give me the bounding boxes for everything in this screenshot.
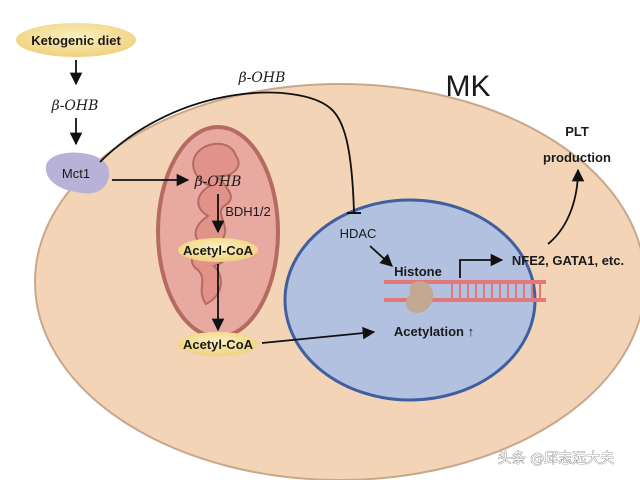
mk-label: MK [446,70,491,103]
dna-strand [384,280,546,302]
acetyl-coa-outer-label: Acetyl-CoA [183,337,254,352]
to-plt-arrow [547,168,585,245]
acetylation-label: Acetylation ↑ [394,324,474,339]
mct1-transporter [45,152,110,194]
acetyl-coa-inner-label: Acetyl-CoA [183,243,254,258]
ketogenic-diet-label: Ketogenic diet [31,33,121,48]
ketogenic-diet-pill [16,23,136,57]
bohb-mito-label: β-OHB [194,174,242,190]
transcription-arrow [459,253,504,278]
genes-label: NFE2, GATA1, etc. [512,253,624,268]
plt-label-line1: PLT [565,124,589,139]
acetyl-coa-outer-pill [178,332,258,356]
hdac-label: HDAC [340,226,377,241]
mct1-label: Mct1 [62,166,90,181]
hdac-to-histone-arrow [369,245,393,267]
bohb-arc-label: β-OHB [238,70,286,86]
plt-label-line2: production [543,150,611,165]
histone-label: Histone [394,264,442,279]
histone-protein [406,281,434,313]
bohb-top-label: β-OHB [51,98,99,114]
watermark-text: 头条 @邱志远大夫 [498,450,614,467]
acetyl-coa-inner-pill [178,238,258,262]
bdh-label: BDH1/2 [225,204,271,219]
bohb-to-hdac-inhibition-line [99,91,355,213]
acetylcoa-to-acetylation-arrow [261,326,376,344]
